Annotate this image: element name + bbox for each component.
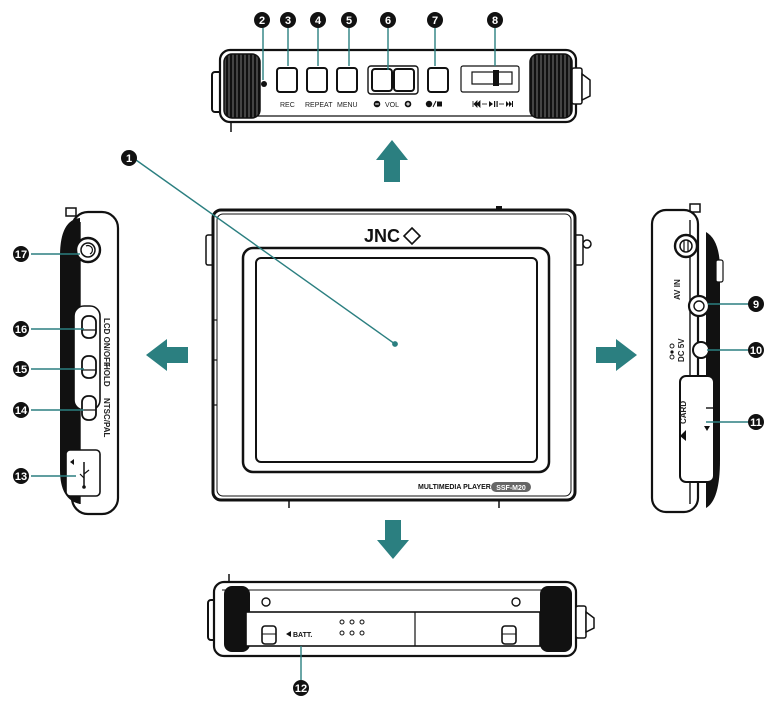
rec-button[interactable] (276, 67, 298, 93)
reset-hole (261, 81, 267, 87)
bottom-left-grip (224, 586, 250, 652)
ntsc-label: NTSC/PAL (102, 398, 111, 438)
menu-button[interactable] (336, 67, 358, 93)
svg-text:4: 4 (315, 15, 322, 27)
brand-logo: JNC (364, 226, 400, 246)
screw-right (511, 597, 521, 607)
usb-cover[interactable] (65, 449, 101, 497)
arrow-right-icon (596, 339, 637, 371)
svg-text:7: 7 (432, 15, 438, 27)
power-stop-icon (425, 100, 442, 108)
leader-lines (31, 28, 752, 680)
repeat-button[interactable] (306, 67, 328, 93)
marker-14: 14 (13, 402, 29, 418)
battery-latch-right[interactable] (501, 625, 517, 645)
vol-label: VOL (385, 102, 399, 109)
hold-label: HOLD (102, 364, 111, 387)
card-label: CARD (679, 401, 688, 424)
volume-up-button[interactable] (393, 68, 415, 92)
marker-3: 3 (280, 12, 296, 28)
svg-text:12: 12 (295, 683, 307, 695)
skip-play-icons (472, 100, 513, 108)
sd-card-icon (680, 430, 686, 441)
marker-1: 1 (121, 150, 137, 166)
svg-text:13: 13 (15, 471, 27, 483)
bottom-view: BATT. (207, 574, 595, 658)
top-view: REC REPEAT MENU VOL (211, 48, 591, 132)
svg-text:3: 3 (285, 15, 291, 27)
top-right-grip (529, 53, 573, 119)
svg-text:17: 17 (15, 249, 27, 261)
dc-polarity-icon (669, 343, 675, 360)
marker-15: 15 (13, 361, 29, 377)
screw-left (261, 597, 271, 607)
marker-8: 8 (487, 12, 503, 28)
menu-label: MENU (337, 102, 358, 109)
marker-9: 9 (748, 296, 764, 312)
dc-in-jack (692, 341, 710, 359)
marker-4: 4 (310, 12, 326, 28)
svg-text:14: 14 (15, 405, 28, 417)
marker-17: 17 (13, 246, 29, 262)
left-side-view: LCD ON/OFF HOLD NTSC/PAL (60, 207, 120, 516)
batt-arrow-icon (286, 631, 291, 637)
model-badge-bg (491, 482, 531, 492)
svg-text:5: 5 (346, 15, 352, 27)
marker-7: 7 (427, 12, 443, 28)
marker-12: 12 (293, 680, 309, 696)
front-view: JNC MULTIMEDIA PLAYER SSF-M20 (205, 206, 592, 508)
model-badge: SSF-M20 (496, 485, 526, 492)
arrow-down-icon (377, 520, 409, 559)
model-label: MULTIMEDIA PLAYER (418, 484, 491, 491)
rec-label: REC (280, 102, 295, 109)
svg-text:6: 6 (385, 15, 391, 27)
diamond-icon (402, 226, 422, 246)
marker-11: 11 (748, 414, 764, 430)
marker-6: 6 (380, 12, 396, 28)
card-slot-cover[interactable] (679, 375, 715, 483)
speaker-holes (339, 619, 365, 636)
av-in-label: AV IN (673, 279, 682, 300)
markers: 1 2 3 4 5 6 7 8 9 10 11 12 13 14 15 16 1… (13, 12, 764, 696)
arrow-left-icon (146, 339, 188, 371)
hold-switch[interactable] (81, 355, 97, 379)
svg-text:8: 8 (492, 15, 498, 27)
svg-text:9: 9 (753, 299, 759, 311)
dc-label: DC 5V (677, 338, 686, 362)
lcd-switch[interactable] (81, 315, 97, 339)
ntsc-pal-switch[interactable] (81, 395, 97, 421)
svg-text:1: 1 (126, 153, 132, 165)
repeat-label: REPEAT (305, 102, 333, 109)
power-stop-button[interactable] (427, 67, 449, 93)
jog-slider[interactable] (471, 71, 513, 85)
svg-text:16: 16 (15, 324, 27, 336)
bottom-right-grip (540, 586, 572, 652)
battery-latch-left[interactable] (261, 625, 277, 645)
right-side-view: AV IN DC 5V CARD (650, 203, 724, 514)
svg-text:11: 11 (750, 417, 762, 429)
lcd-label: LCD ON/OFF (102, 318, 111, 367)
svg-text:15: 15 (15, 364, 27, 376)
batt-label: BATT. (293, 632, 312, 639)
marker-2: 2 (254, 12, 270, 28)
battery-cover[interactable] (245, 611, 541, 647)
headphone-icon (85, 244, 94, 255)
svg-text:2: 2 (259, 15, 265, 27)
lcd-screen (255, 257, 538, 463)
marker-13: 13 (13, 468, 29, 484)
marker-5: 5 (341, 12, 357, 28)
volume-down-button[interactable] (371, 68, 393, 92)
marker-16: 16 (13, 321, 29, 337)
top-left-grip (223, 53, 261, 119)
marker-10: 10 (748, 342, 764, 358)
arrow-up-icon (376, 140, 408, 182)
svg-text:10: 10 (750, 345, 762, 357)
